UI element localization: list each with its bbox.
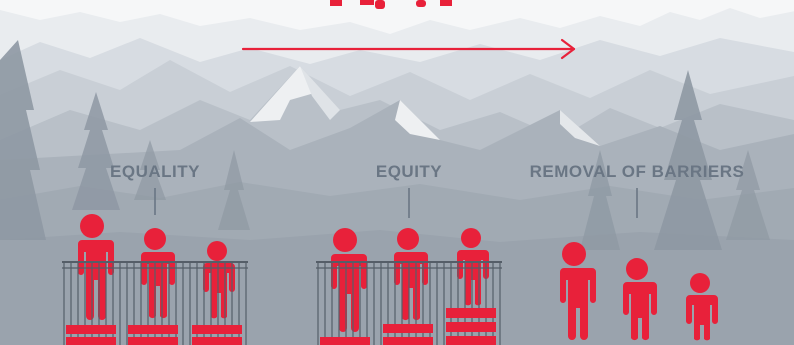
person-icon <box>74 214 114 320</box>
equity-label: EQUITY <box>375 162 443 181</box>
arrow-right-icon <box>241 38 576 60</box>
box-icon <box>66 325 116 345</box>
equity-group <box>316 228 502 345</box>
person-icon <box>327 228 367 332</box>
pine-trees <box>0 40 770 250</box>
equality-group <box>62 214 248 345</box>
box-icon <box>128 325 178 345</box>
removal-of-barriers-label: REMOVAL OF BARRIERS <box>529 162 745 181</box>
box-icon <box>320 337 370 345</box>
title-fragment <box>330 0 452 9</box>
person-icon <box>392 228 428 321</box>
equality-label: EQUALITY <box>110 162 200 181</box>
label-ticks <box>154 188 638 218</box>
box-icon <box>446 308 496 345</box>
person-icon <box>556 242 596 340</box>
person-icon <box>621 258 657 341</box>
box-icon <box>192 325 242 345</box>
person-icon <box>686 273 718 341</box>
top-clouds <box>0 0 794 34</box>
box-icon <box>383 324 433 345</box>
removal-group <box>556 242 718 341</box>
